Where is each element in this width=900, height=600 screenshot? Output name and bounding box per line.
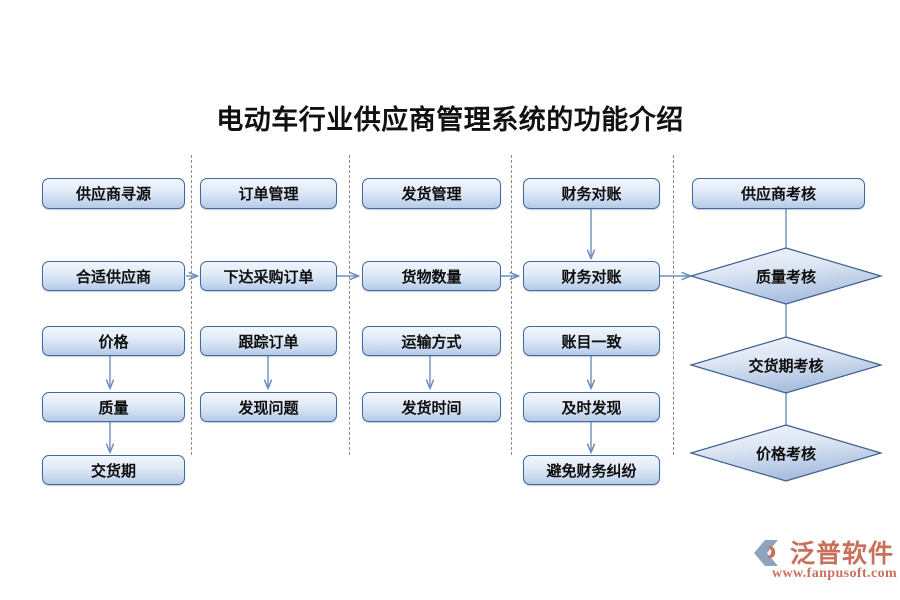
node-avoid-financial-dispute[interactable]: 避免财务纠纷: [523, 455, 660, 485]
logo-text: 泛普软件: [790, 540, 895, 568]
node-delivery-assessment-label: 交货期考核: [748, 357, 824, 375]
column-header-supplier-assessment[interactable]: 供应商考核: [692, 178, 865, 209]
column-header-financial-reconciliation[interactable]: 财务对账: [523, 178, 660, 209]
node-goods-quantity[interactable]: 货物数量: [362, 261, 501, 291]
column-header-supplier-sourcing[interactable]: 供应商寻源: [42, 178, 185, 209]
node-accounts-consistent[interactable]: 账目一致: [523, 326, 660, 356]
page-title: 电动车行业供应商管理系统的功能介绍: [216, 105, 684, 135]
node-quality-assessment-label: 质量考核: [755, 268, 816, 286]
column-header-shipping-management[interactable]: 发货管理: [362, 178, 501, 209]
column-divider-2: [349, 155, 350, 455]
node-delivery-assessment[interactable]: 交货期考核: [691, 337, 881, 393]
node-quality[interactable]: 质量: [42, 392, 185, 422]
node-quality-assessment[interactable]: 质量考核: [691, 248, 881, 304]
node-place-purchase-order[interactable]: 下达采购订单: [200, 261, 337, 291]
node-timely-discovery[interactable]: 及时发现: [523, 392, 660, 422]
node-suitable-supplier[interactable]: 合适供应商: [42, 261, 185, 291]
column-divider-1: [191, 155, 192, 455]
node-price-assessment-label: 价格考核: [755, 445, 816, 463]
node-track-order[interactable]: 跟踪订单: [200, 326, 337, 356]
node-delivery-period[interactable]: 交货期: [42, 455, 185, 485]
logo-url: www.fanpusoft.com: [772, 566, 898, 581]
node-financial-reconciliation[interactable]: 财务对账: [523, 261, 660, 291]
logo-mark-icon: [754, 540, 778, 566]
node-find-problem[interactable]: 发现问题: [200, 392, 337, 422]
column-header-order-management[interactable]: 订单管理: [200, 178, 337, 209]
column-divider-4: [673, 155, 674, 455]
node-transport-mode[interactable]: 运输方式: [362, 326, 501, 356]
column-divider-3: [511, 155, 512, 455]
node-shipping-time[interactable]: 发货时间: [362, 392, 501, 422]
node-price-assessment[interactable]: 价格考核: [691, 425, 881, 481]
brand-logo: 泛普软件 www.fanpusoft.com: [752, 534, 897, 592]
node-price[interactable]: 价格: [42, 326, 185, 356]
